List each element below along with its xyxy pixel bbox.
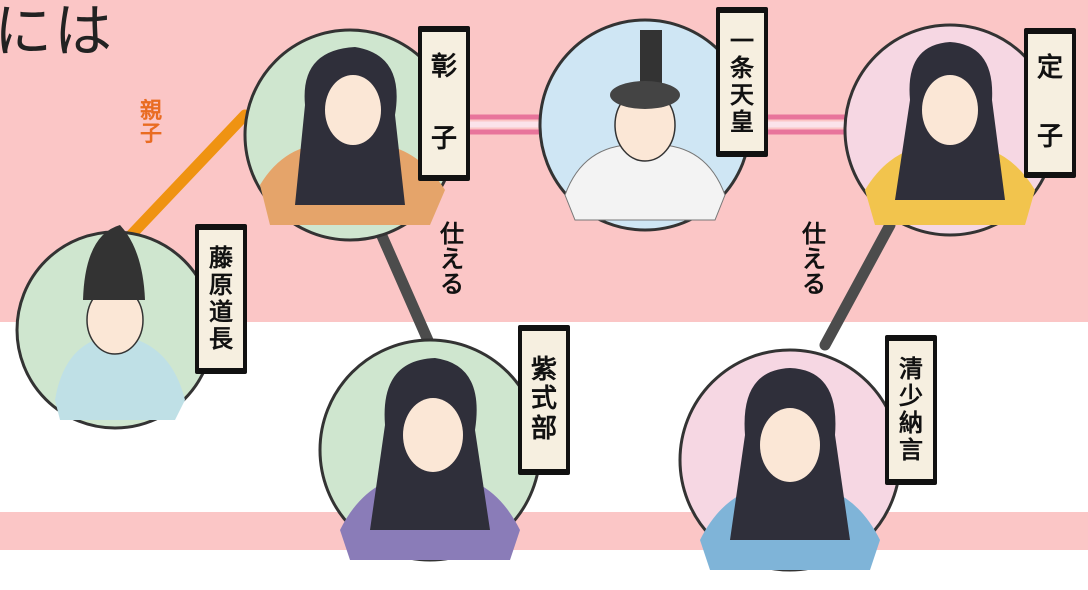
seishonagon-portrait (678, 348, 902, 572)
shoshi-nameplate: 彰子 (418, 26, 470, 181)
serve-line-left (369, 214, 436, 351)
parent-relation-label: 親子 (140, 99, 163, 148)
bottom-pink-band (0, 512, 1088, 550)
shoshi-portrait (243, 28, 457, 242)
shoshi-name: 彰子 (422, 32, 466, 175)
parent-line (109, 109, 251, 258)
teishi-portrait (843, 23, 1057, 237)
emperor-name: 一条天皇 (720, 13, 764, 151)
murasaki-nameplate: 紫式部 (518, 325, 570, 475)
emperor-portrait (538, 18, 752, 232)
serve-relation-label-right: 仕える (802, 220, 826, 299)
murasaki-portrait (318, 338, 542, 562)
emperor-nameplate: 一条天皇 (716, 7, 768, 157)
heading-text: には (0, 0, 115, 65)
seishonagon-nameplate: 清少納言 (885, 335, 937, 485)
teishi-nameplate: 定子 (1024, 28, 1076, 178)
serve-line-right (819, 219, 896, 351)
teishi-name: 定子 (1028, 34, 1072, 172)
michinaga-name: 藤原道長 (199, 230, 243, 368)
seishonagon-name: 清少納言 (889, 341, 933, 479)
michinaga-nameplate: 藤原道長 (195, 224, 247, 374)
michinaga-portrait (15, 225, 215, 430)
murasaki-name: 紫式部 (522, 331, 566, 469)
serve-relation-label-left: 仕える (440, 220, 464, 299)
